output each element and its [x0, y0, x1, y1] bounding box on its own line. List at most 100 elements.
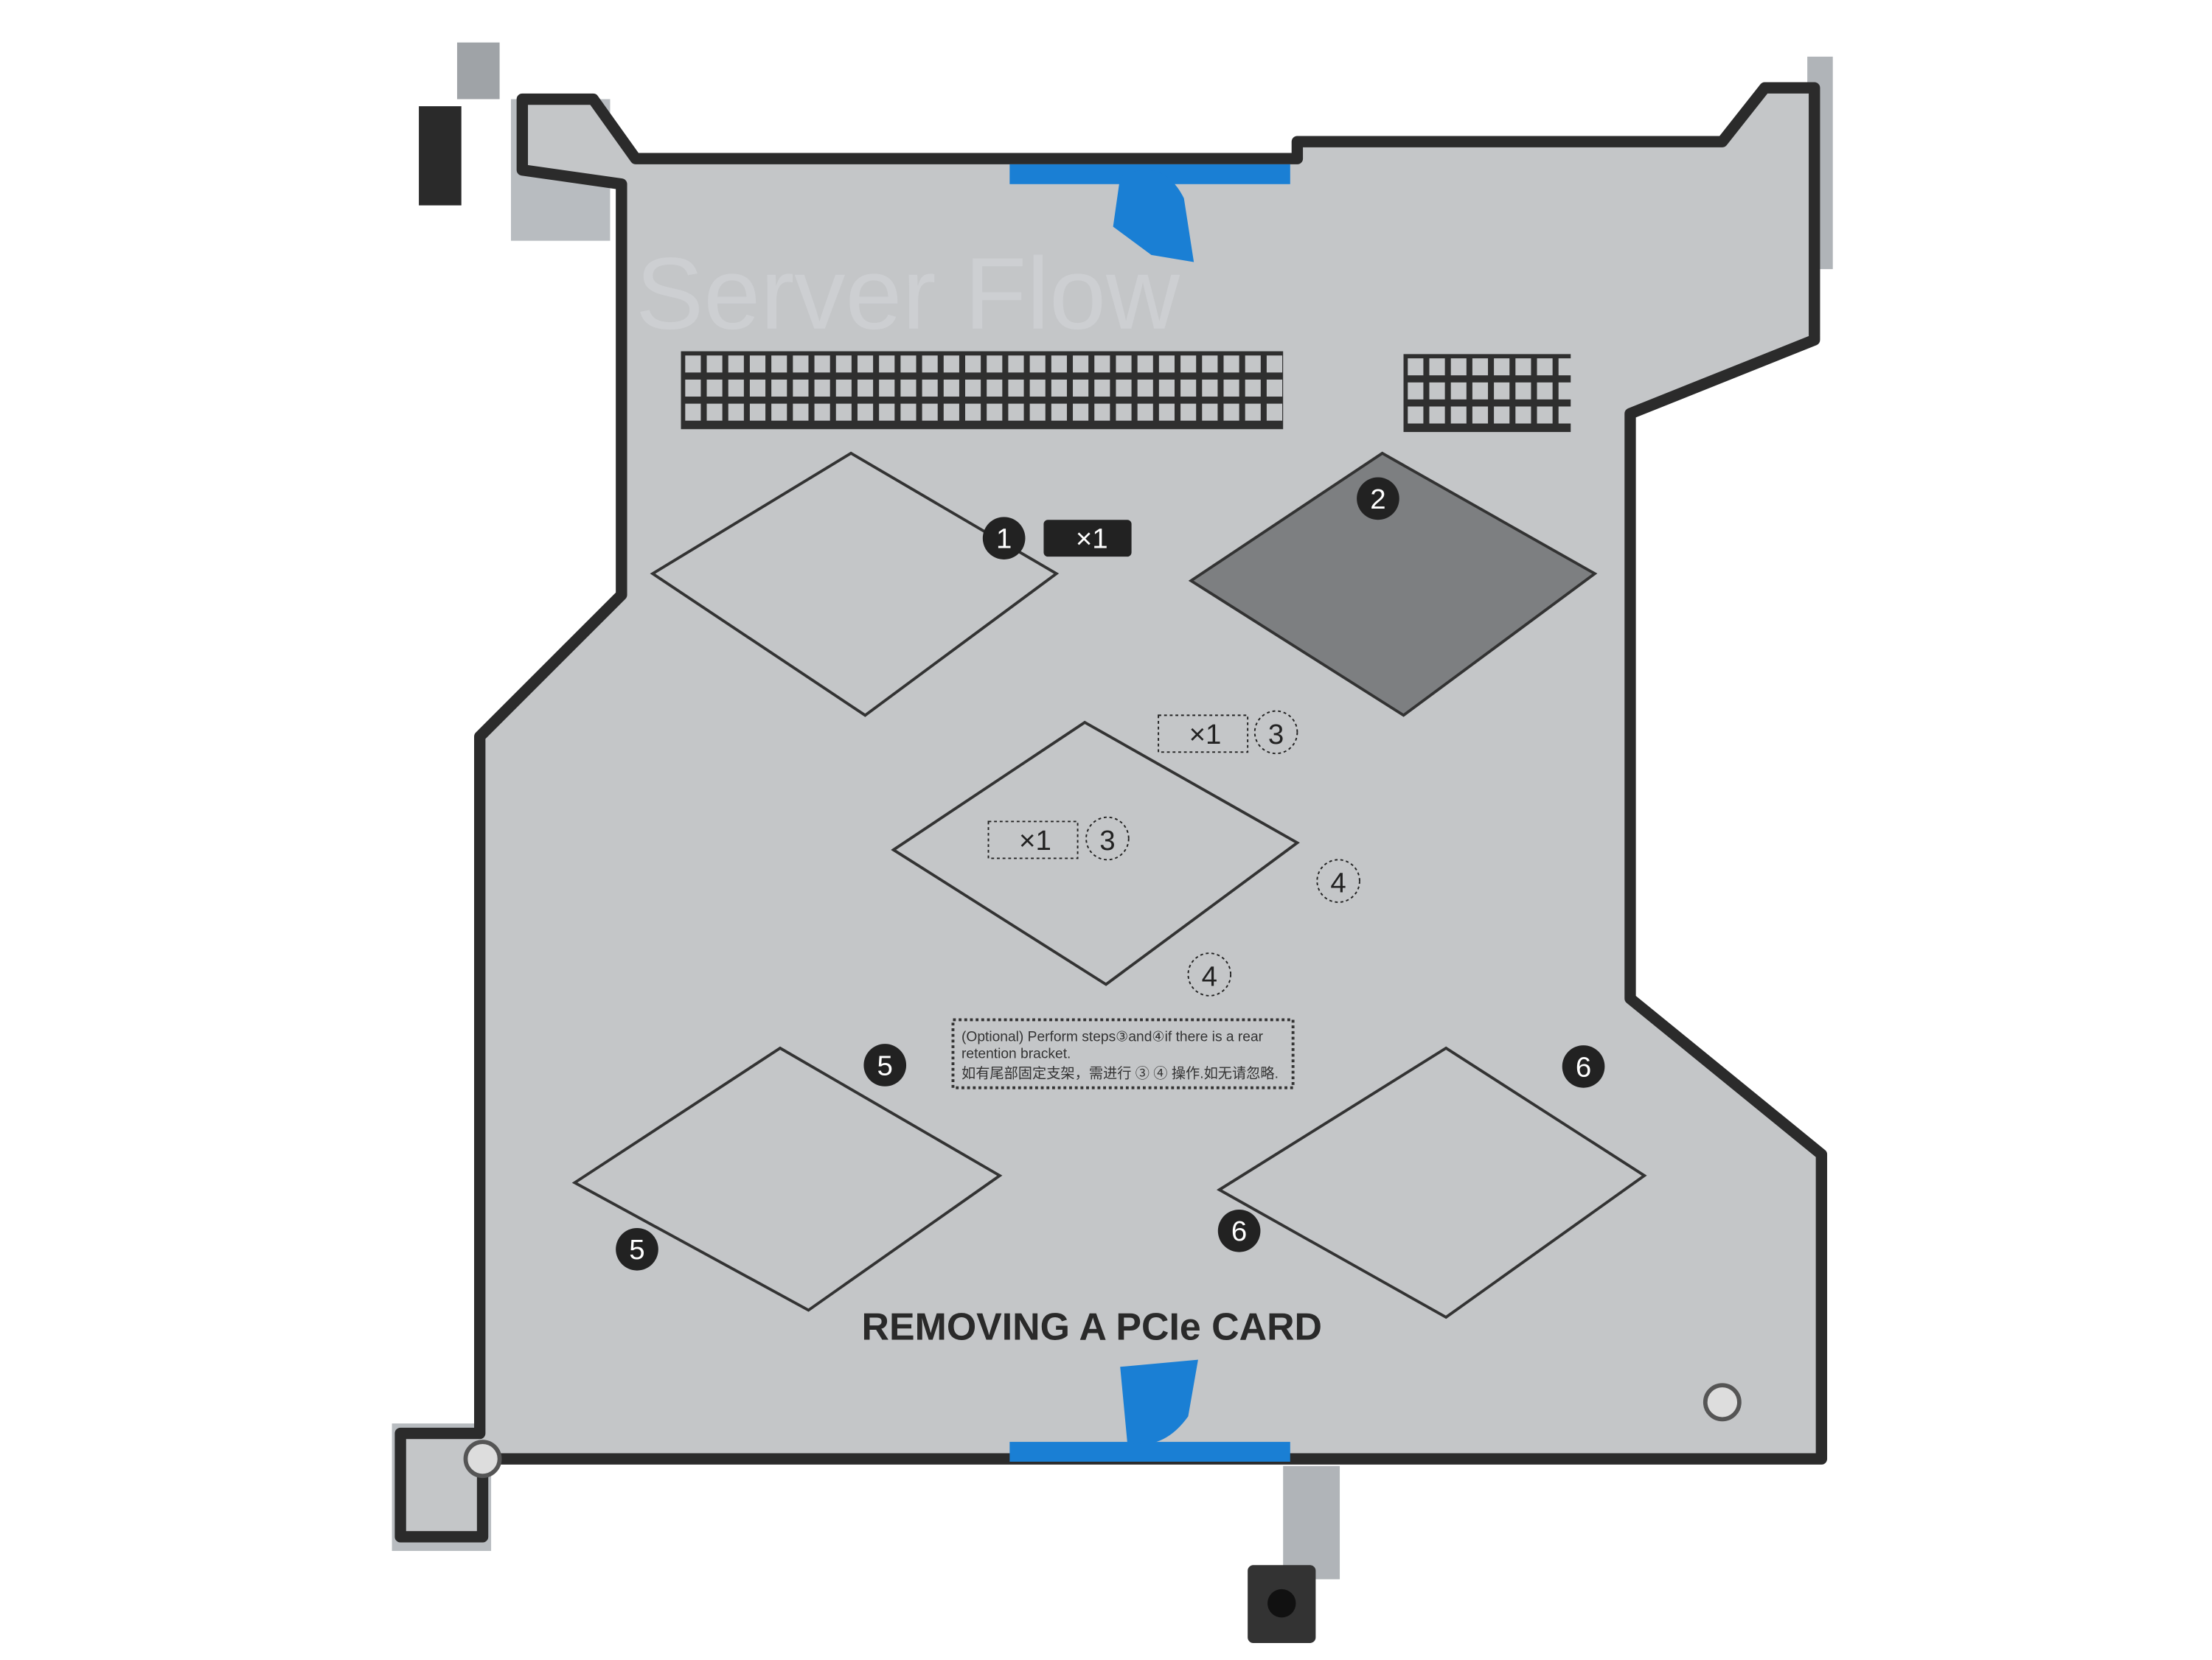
vent-hole: [943, 379, 959, 397]
vent-hole: [900, 355, 917, 373]
vent-hole: [1094, 355, 1110, 373]
vent-hole: [1266, 403, 1283, 421]
vent-hole: [1073, 355, 1089, 373]
vent-hole: [965, 403, 981, 421]
vent-hole: [857, 355, 874, 373]
vent-hole: [1116, 403, 1132, 421]
vent-hole: [1408, 406, 1424, 424]
vent-hole: [1158, 403, 1175, 421]
vent-hole: [1515, 382, 1531, 400]
vent-hole: [1158, 379, 1175, 397]
vent-hole: [987, 379, 1003, 397]
vent-hole: [943, 403, 959, 421]
vent-hole: [835, 403, 852, 421]
vent-hole: [1223, 403, 1239, 421]
vent-hole: [793, 403, 809, 421]
vent-hole: [1472, 406, 1489, 424]
note-zh: 如有尾部固定支架，需进行 ③ ④ 操作.如无请忽略.: [961, 1065, 1279, 1081]
vent-hole: [793, 355, 809, 373]
vent-hole: [814, 355, 830, 373]
vent-hole: [1515, 358, 1531, 376]
vent-hole: [1029, 355, 1046, 373]
vent-hole: [793, 379, 809, 397]
vent-hole: [1494, 358, 1510, 376]
screw-count-3b: ×1: [1019, 825, 1051, 857]
vent-hole: [749, 355, 766, 373]
vent-hole: [879, 355, 895, 373]
step-6a: 6: [1576, 1051, 1591, 1083]
vent-hole: [1094, 403, 1110, 421]
note-en-line1: (Optional) Perform steps③and④if there is…: [961, 1029, 1264, 1045]
step-5a: 5: [877, 1050, 893, 1081]
vent-hole: [879, 403, 895, 421]
vent-hole: [814, 403, 830, 421]
vent-hole: [728, 403, 744, 421]
vent-hole: [1450, 382, 1467, 400]
vent-hole: [965, 379, 981, 397]
vent-hole: [1202, 403, 1218, 421]
vent-hole: [1116, 379, 1132, 397]
vent-hole: [1429, 382, 1445, 400]
vent-hole: [706, 355, 723, 373]
step-2: 2: [1370, 484, 1385, 515]
vent-hole: [771, 355, 787, 373]
vent-hole: [706, 379, 723, 397]
vent-hole: [1558, 406, 1574, 424]
vent-hole: [835, 379, 852, 397]
vent-hole: [1450, 406, 1467, 424]
vent-hole: [1137, 379, 1153, 397]
vent-hole: [685, 355, 701, 373]
vent-hole: [1245, 379, 1261, 397]
vent-hole: [814, 379, 830, 397]
step-3a: 3: [1268, 719, 1284, 750]
vent-hole: [1094, 379, 1110, 397]
vent-hole: [1450, 358, 1467, 376]
vent-hole: [1202, 355, 1218, 373]
vent-hole: [749, 379, 766, 397]
vent-hole: [1008, 403, 1024, 421]
latch-top: [419, 106, 462, 206]
vent-hole: [1008, 379, 1024, 397]
vent-hole: [728, 379, 744, 397]
vent-hole: [1537, 406, 1553, 424]
vent-hole: [1029, 403, 1046, 421]
vent-hole: [1029, 379, 1046, 397]
vent-hole: [1429, 358, 1445, 376]
vent-hole: [1180, 379, 1197, 397]
label-title: REMOVING A PCIe CARD: [862, 1305, 1322, 1348]
step-illustrations: [571, 451, 1647, 1319]
step-4a: 4: [1330, 868, 1346, 899]
vent-hole: [1245, 355, 1261, 373]
screw-count-3a: ×1: [1189, 719, 1222, 750]
vent-hole: [1073, 379, 1089, 397]
vent-hole: [1408, 358, 1424, 376]
step-5b: 5: [629, 1234, 644, 1266]
step-1: 1: [996, 523, 1012, 555]
vent-hole: [1051, 355, 1067, 373]
vent-hole: [1202, 379, 1218, 397]
vent-hole: [685, 403, 701, 421]
vent-hole: [749, 403, 766, 421]
vent-hole: [771, 403, 787, 421]
vent-hole: [1429, 406, 1445, 424]
step-4b: 4: [1202, 960, 1217, 992]
step-badges: 1 2 3 3 4 4 5 5 6 6: [616, 477, 1605, 1271]
vent-hole: [943, 355, 959, 373]
vent-hole: [1223, 379, 1239, 397]
screw-count-1: ×1: [1076, 523, 1108, 555]
vent-hole: [1537, 382, 1553, 400]
vent-holes: [685, 355, 1574, 424]
vent-hole: [728, 355, 744, 373]
vent-hole: [965, 355, 981, 373]
blue-pull-tab-bottom: [1009, 1359, 1290, 1462]
vent-hole: [1223, 355, 1239, 373]
watermark: Server Flow: [636, 237, 1180, 351]
step-6b: 6: [1231, 1216, 1247, 1247]
vent-hole: [857, 379, 874, 397]
vent-hole: [1266, 379, 1283, 397]
vent-hole: [857, 403, 874, 421]
mounting-hole: [463, 1440, 502, 1479]
vent-hole: [1137, 355, 1153, 373]
vent-hole: [706, 403, 723, 421]
vent-hole: [922, 355, 938, 373]
